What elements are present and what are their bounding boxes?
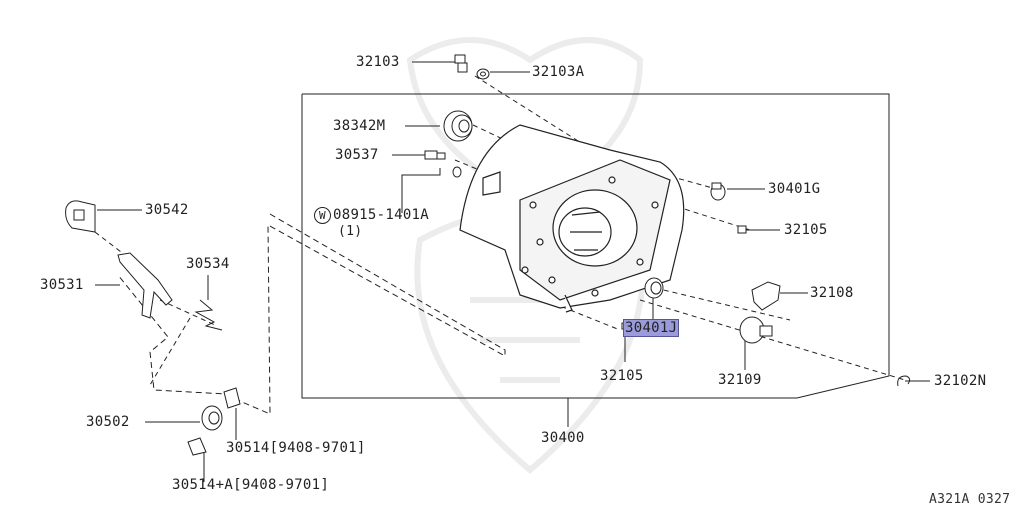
boot-30542-icon[interactable] [65, 200, 96, 233]
plug-32105-icon[interactable] [737, 225, 747, 234]
plug-30401g-icon[interactable] [710, 182, 726, 201]
part-label-30514a[interactable]: 30514+A[9408-9701] [172, 477, 330, 493]
sensor-30537-icon[interactable] [424, 150, 446, 160]
oil-seal-38342m-icon[interactable] [443, 110, 473, 142]
clip-30514-icon[interactable] [223, 387, 241, 409]
part-label-32105-upper[interactable]: 32105 [784, 222, 828, 238]
part-label-30401g[interactable]: 30401G [768, 181, 821, 197]
washer-symbol-icon: W [314, 207, 331, 224]
part-label-38342m[interactable]: 38342M [333, 118, 386, 134]
part-label-32108[interactable]: 32108 [810, 285, 854, 301]
bolt-32103-icon[interactable] [454, 54, 468, 73]
part-label-30537[interactable]: 30537 [335, 147, 379, 163]
part-label-32105-lower[interactable]: 32105 [600, 368, 644, 384]
part-label-30502[interactable]: 30502 [86, 414, 130, 430]
part-label-30400[interactable]: 30400 [541, 430, 585, 446]
speedometer-gear-32109-icon[interactable] [739, 316, 773, 344]
part-label-30534[interactable]: 30534 [186, 256, 230, 272]
part-label-30514[interactable]: 30514[9408-9701] [226, 440, 366, 456]
clip-32102n-icon[interactable] [897, 375, 911, 387]
part-label-30531[interactable]: 30531 [40, 277, 84, 293]
part-label-32102n[interactable]: 32102N [934, 373, 987, 389]
washer-32103a-icon[interactable] [476, 68, 490, 80]
transmission-case-drawing [459, 124, 685, 313]
clutch-group-dashed-frame [117, 213, 506, 415]
part-label-32103[interactable]: 32103 [356, 54, 400, 70]
diagram-reference-code: A321A 0327 [929, 492, 1011, 507]
part-quantity-08915: (1) [338, 224, 363, 239]
spring-30534-icon[interactable] [194, 299, 223, 331]
part-label-32103a[interactable]: 32103A [532, 64, 585, 80]
clip-30514a-icon[interactable] [187, 437, 207, 456]
release-fork-30531-icon[interactable] [117, 252, 173, 319]
part-label-32109[interactable]: 32109 [718, 372, 762, 388]
part-label-30542[interactable]: 30542 [145, 202, 189, 218]
bracket-32108-icon[interactable] [751, 281, 781, 311]
part-label-08915-text: 08915-1401A [333, 207, 430, 223]
transmission-case-frame [301, 93, 890, 399]
washer-08915-icon[interactable] [452, 166, 462, 178]
release-bearing-30502-icon[interactable] [201, 405, 223, 431]
part-label-30401j-highlighted[interactable]: 30401J [622, 319, 680, 337]
oil-seal-30401j-icon[interactable] [644, 277, 664, 299]
